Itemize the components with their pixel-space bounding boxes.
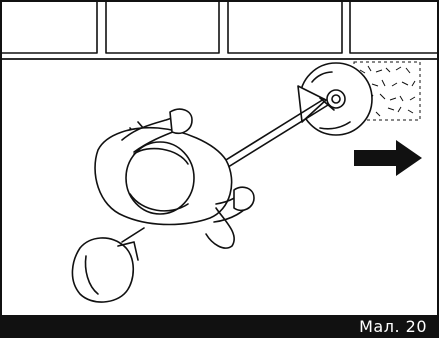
arrow-right-icon <box>354 140 422 176</box>
paving-slab <box>106 2 219 53</box>
cutting-disc-icon <box>298 63 372 135</box>
operator-figure <box>95 109 254 248</box>
illustration <box>2 2 439 315</box>
paving-slab <box>350 2 439 53</box>
figure-caption: Мал. 20 <box>359 316 427 337</box>
left-hand <box>234 187 254 210</box>
illustration-frame <box>0 0 439 315</box>
paving-slab <box>2 2 97 53</box>
engine-icon <box>72 228 144 302</box>
caption-bar: Мал. 20 <box>0 315 439 338</box>
paving-slab <box>228 2 342 53</box>
right-hand <box>170 109 192 133</box>
